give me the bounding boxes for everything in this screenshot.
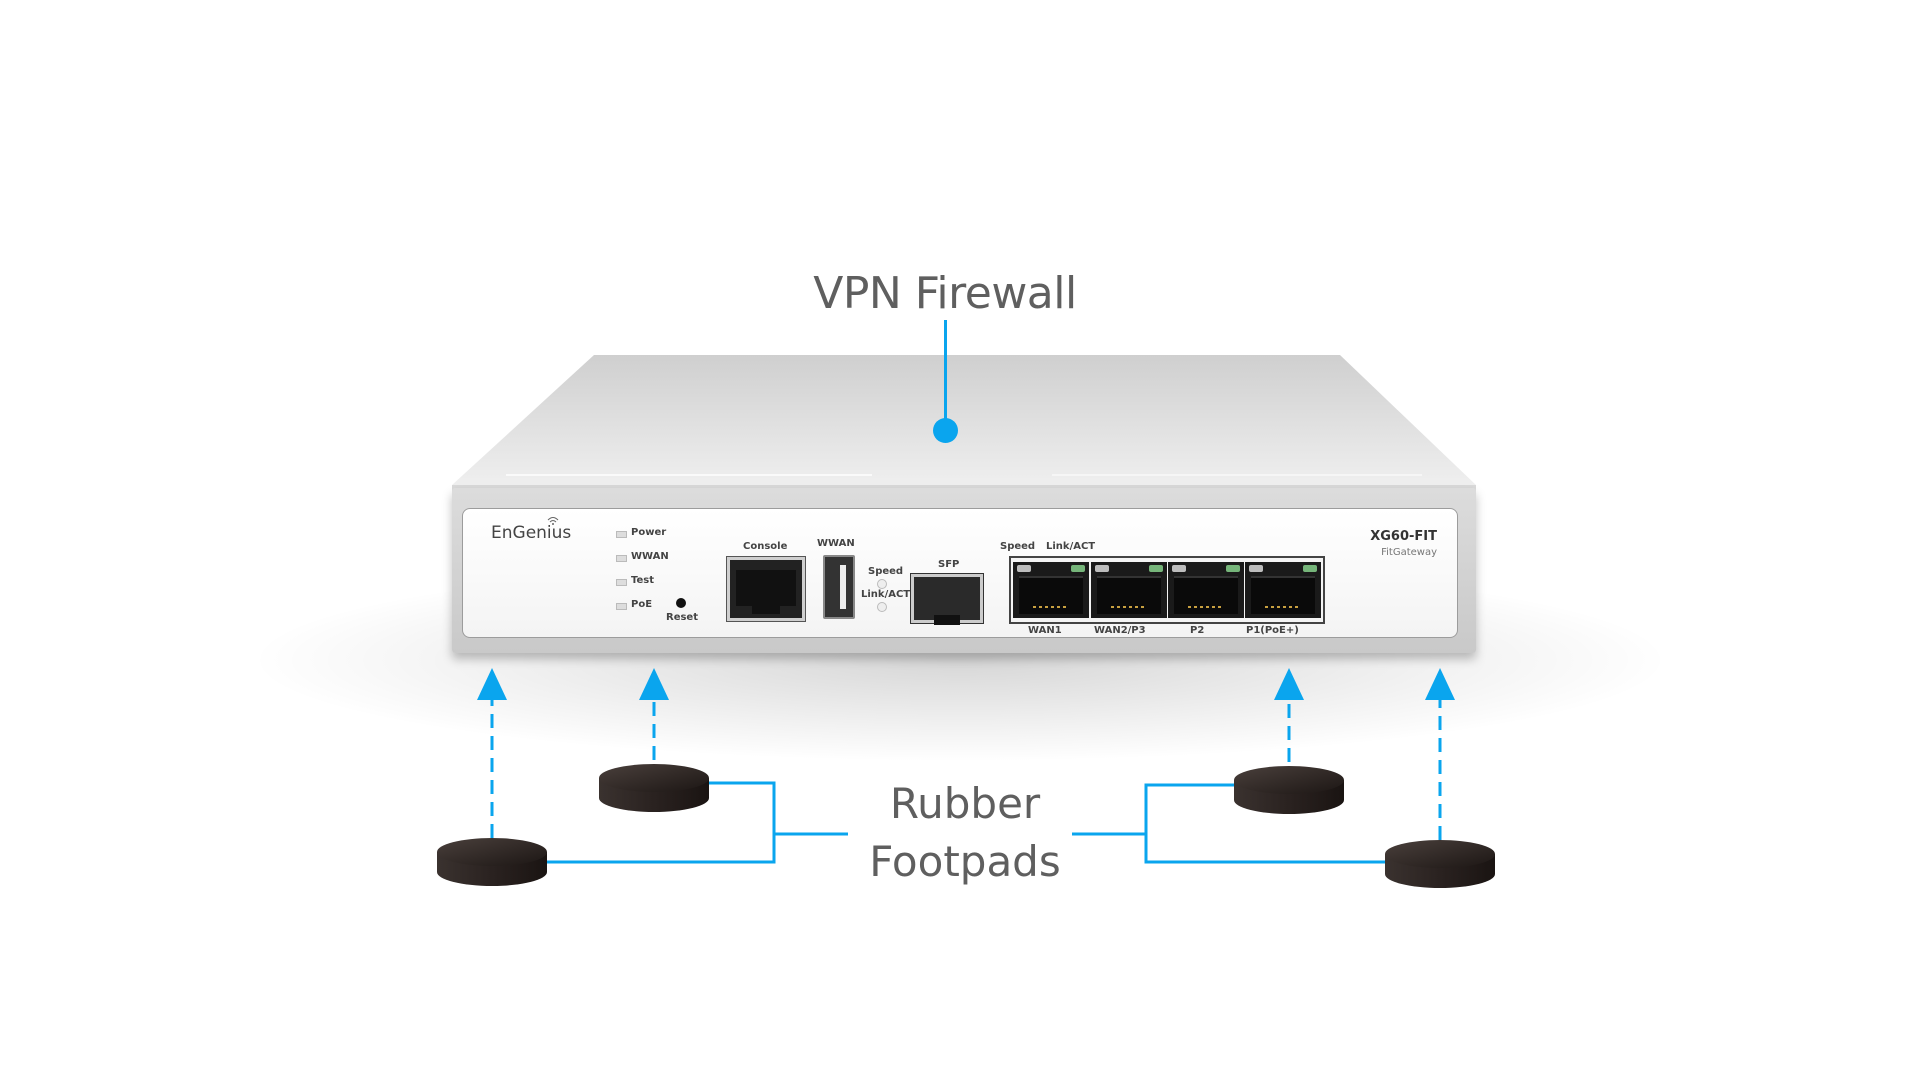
port-link-label: Link/ACT [1046, 541, 1096, 552]
ethernet-port-block [1009, 556, 1325, 624]
usb-link-led [877, 602, 887, 612]
usb-port[interactable] [823, 555, 855, 619]
wifi-icon [547, 517, 559, 525]
led-label-power: Power [631, 527, 667, 538]
arrow-head-4 [1425, 668, 1455, 700]
port-speed-label: Speed [1000, 541, 1036, 552]
device-front-panel: EnGenius Power WWAN Test PoE Reset Conso… [462, 508, 1458, 638]
ethernet-port-wan1[interactable] [1013, 562, 1089, 618]
arrow-head-2 [639, 668, 669, 700]
rubber-footpads-label: Rubber Footpads [830, 775, 1100, 891]
footpads-label-line-1: Rubber [889, 779, 1041, 828]
wwan-led [616, 555, 627, 562]
footpads-label-line-2: Footpads [869, 837, 1061, 886]
footpad-2 [599, 764, 709, 812]
power-led [616, 531, 627, 538]
reset-label: Reset [666, 612, 698, 623]
sfp-label: SFP [938, 559, 960, 570]
usb-speed-led [877, 579, 887, 589]
test-led [616, 579, 627, 586]
port-label-p1: P1(PoE+) [1246, 625, 1299, 636]
footpad-3 [1234, 766, 1344, 814]
vpn-callout-dot [933, 418, 958, 443]
footpad-1 [437, 838, 547, 886]
led-label-wwan: WWAN [631, 551, 669, 562]
port-label-p2: P2 [1190, 625, 1205, 636]
port-label-wan1: WAN1 [1028, 625, 1062, 636]
reset-button[interactable] [676, 598, 686, 608]
usb-speed-label: Speed [868, 566, 904, 577]
ethernet-port-p1[interactable] [1245, 562, 1321, 618]
ethernet-port-wan2[interactable] [1091, 562, 1167, 618]
led-label-test: Test [631, 575, 655, 586]
sfp-port[interactable] [910, 573, 984, 625]
port-label-wan2: WAN2/P3 [1094, 625, 1146, 636]
footpad-4 [1385, 840, 1495, 888]
console-label: Console [743, 541, 788, 552]
brand-logo: EnGenius [491, 523, 572, 543]
ethernet-port-p2[interactable] [1168, 562, 1244, 618]
vpn-firewall-label: VPN Firewall [813, 268, 1077, 319]
console-port[interactable] [726, 556, 806, 622]
usb-link-label: Link/ACT [861, 589, 911, 600]
poe-led [616, 603, 627, 610]
model-subtitle: FitGateway [1381, 547, 1437, 558]
arrow-head-1 [477, 668, 507, 700]
led-label-poe: PoE [631, 599, 653, 610]
arrow-head-3 [1274, 668, 1304, 700]
wwan-port-label: WWAN [817, 538, 855, 549]
model-name: XG60-FIT [1370, 529, 1437, 544]
vpn-callout-line [944, 320, 947, 425]
